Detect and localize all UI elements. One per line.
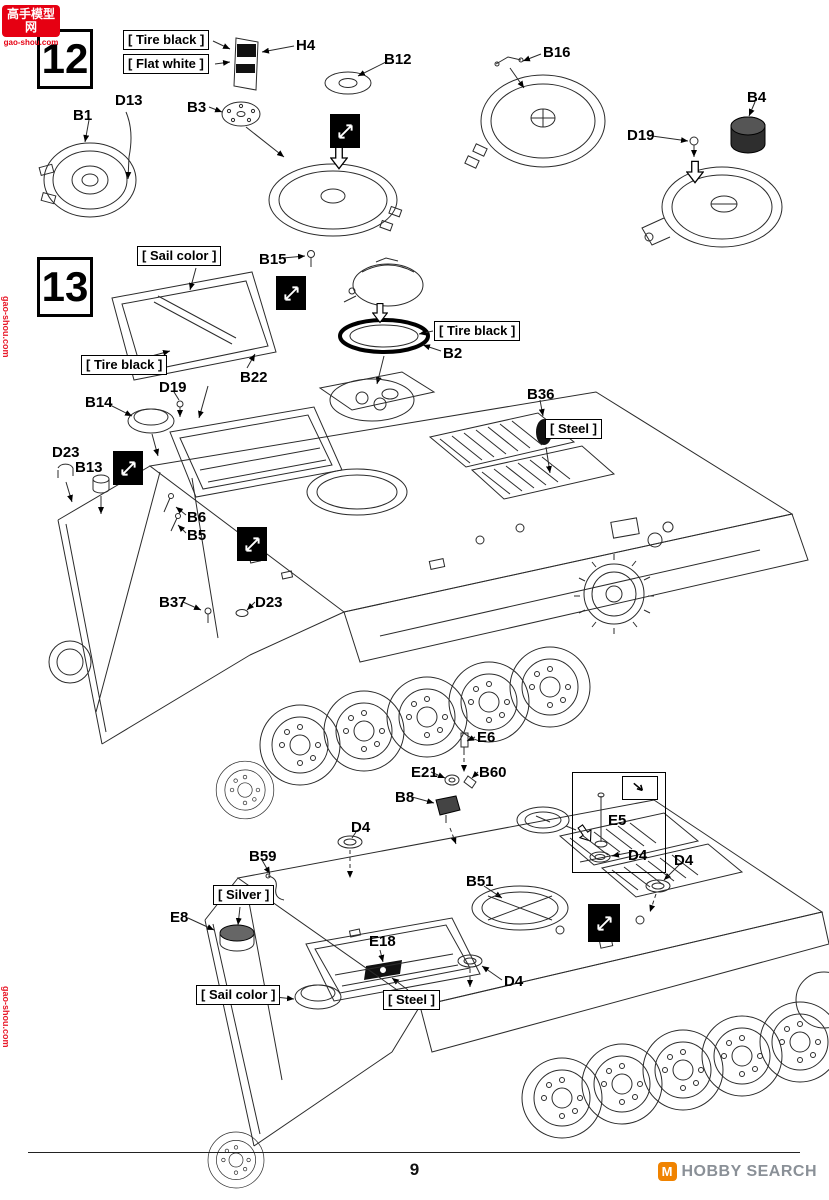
watermark-logo-text: 高手模型网 (2, 5, 60, 38)
watermark-logo-url: gao-shou.com (3, 38, 59, 48)
part-label-d19: D19 (159, 379, 187, 396)
paint-label-sail-color: [ Sail color ] (196, 985, 281, 1005)
part-label-b3: B3 (187, 99, 207, 116)
hobbysearch-brand-text: HOBBY SEARCH (681, 1162, 817, 1180)
part-label-b5: B5 (187, 527, 207, 544)
part-label-b36: B36 (527, 386, 555, 403)
direction-symbol-icon (330, 114, 360, 148)
part-label-b37: B37 (159, 594, 187, 611)
step-number-12: 12 (37, 29, 93, 89)
part-label-b2: B2 (443, 345, 463, 362)
part-label-b22: B22 (240, 369, 268, 386)
part-label-d19: D19 (627, 127, 655, 144)
paint-label-tire-black-left: [ Tire black ] (81, 355, 168, 375)
part-label-b6: B6 (187, 509, 207, 526)
part-label-d4: D4 (674, 852, 694, 869)
direction-symbol-icon (588, 904, 620, 942)
hobbysearch-logo-icon: M (657, 1162, 677, 1181)
part-label-b12: B12 (384, 51, 412, 68)
detail-inset-box (572, 772, 666, 873)
page-number: 9 (409, 1160, 420, 1179)
paint-label-steel: [ Steel ] (383, 990, 440, 1010)
part-label-e21: E21 (411, 764, 438, 781)
paint-label-silver: [ Silver ] (213, 885, 275, 905)
part-label-b1: B1 (73, 107, 93, 124)
part-label-e5: E5 (608, 812, 627, 829)
part-label-d4: D4 (351, 819, 371, 836)
part-label-d4: D4 (504, 973, 524, 990)
part-label-b8: B8 (395, 789, 415, 806)
part-label-b14: B14 (85, 394, 113, 411)
part-label-e6: E6 (477, 729, 496, 746)
part-label-b59: B59 (249, 848, 277, 865)
part-label-b51: B51 (466, 873, 494, 890)
paint-label-steel: [ Steel ] (545, 419, 602, 439)
direction-symbol-icon (237, 527, 267, 561)
watermark-side-text: gao-shou.com (1, 986, 11, 1048)
watermark-side-text: gao-shou.com (1, 296, 11, 358)
part-label-b15: B15 (259, 251, 287, 268)
part-label-e8: E8 (170, 909, 189, 926)
part-label-h4: H4 (296, 37, 316, 54)
insert-direction-icon (622, 776, 658, 800)
paint-label-flat-white: [ Flat white ] (123, 54, 209, 74)
paint-label-tire-black-right: [ Tire black ] (434, 321, 521, 341)
footer-rule (28, 1152, 800, 1153)
direction-symbol-icon (276, 276, 306, 310)
part-label-d13: D13 (115, 92, 143, 109)
part-label-b16: B16 (543, 44, 571, 61)
watermark-logo: 高手模型网 gao-shou.com (2, 5, 60, 47)
part-label-b60: B60 (479, 764, 507, 781)
paint-label-tire-black: [ Tire black ] (123, 30, 210, 50)
part-label-d23: D23 (52, 444, 80, 461)
step-number-13: 13 (37, 257, 93, 317)
direction-symbol-icon (113, 451, 143, 485)
hobbysearch-brand: M HOBBY SEARCH (657, 1162, 818, 1181)
part-label-b4: B4 (747, 89, 767, 106)
part-label-d4: D4 (628, 847, 648, 864)
part-label-b13: B13 (75, 459, 103, 476)
part-label-d23: D23 (255, 594, 283, 611)
part-label-e18: E18 (369, 933, 396, 950)
paint-label-sail-color: [ Sail color ] (137, 246, 222, 266)
